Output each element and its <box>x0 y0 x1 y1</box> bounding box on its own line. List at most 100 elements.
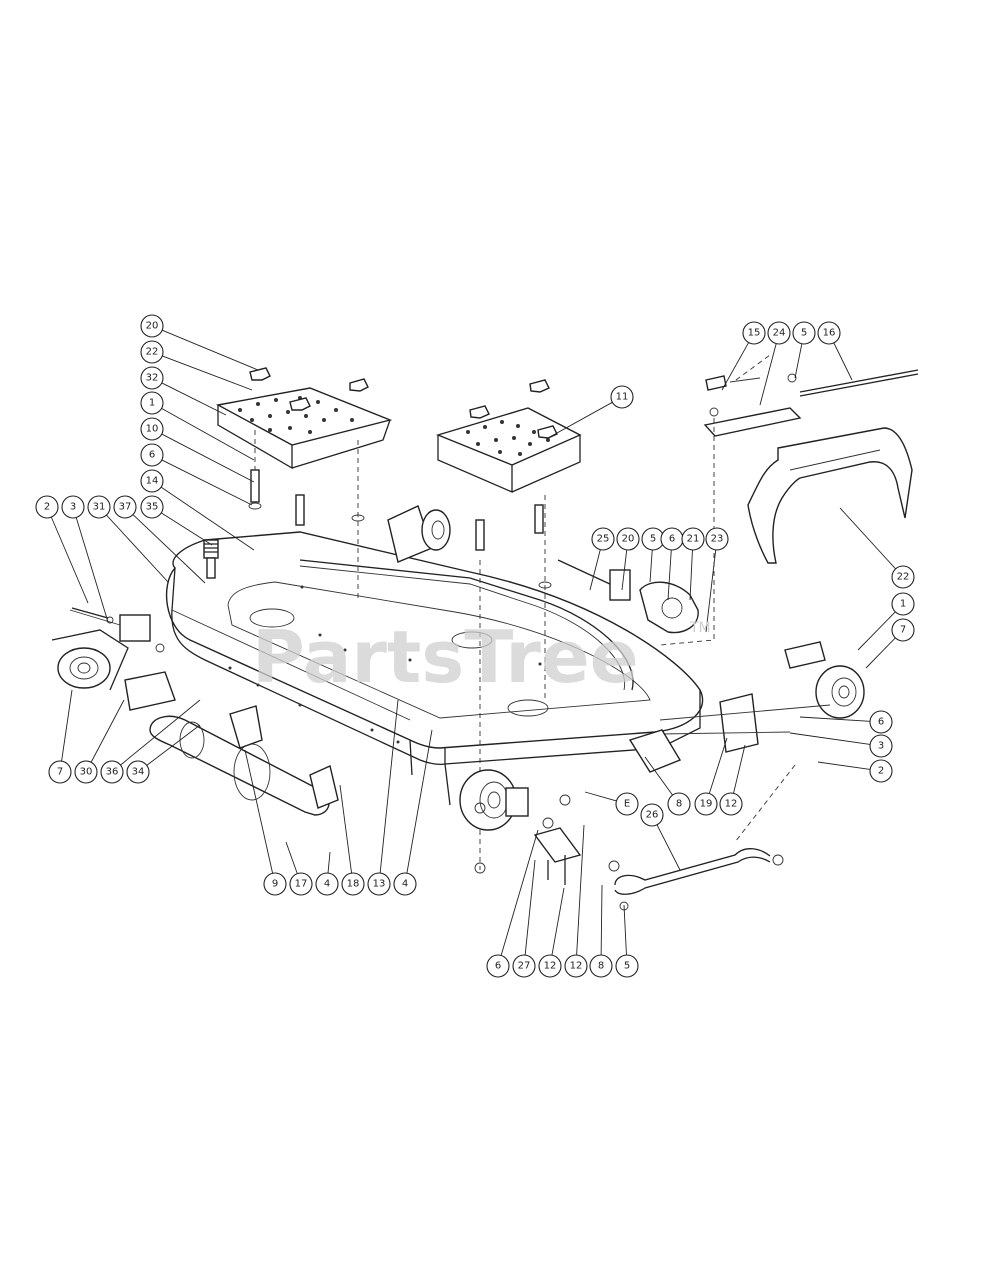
callout-label: 34 <box>132 767 145 778</box>
callout-leader <box>708 737 728 794</box>
callout-leader <box>244 749 274 874</box>
callout-12: 12 <box>564 824 588 978</box>
callout-leader <box>667 549 672 601</box>
callout-20: 20 <box>616 527 640 591</box>
callout-circle <box>615 954 639 978</box>
callout-2: 2 <box>35 495 89 604</box>
callout-circle <box>564 954 588 978</box>
callout-circle <box>891 618 915 642</box>
callout-circle <box>140 443 164 467</box>
callout-leader <box>656 824 681 871</box>
callout-circle <box>367 872 391 896</box>
callout-label: 23 <box>711 534 724 545</box>
callout-leader <box>120 699 201 766</box>
callout-leader <box>524 859 536 956</box>
callout-3: 3 <box>789 732 893 758</box>
callout-circle <box>681 527 705 551</box>
callout-circle <box>140 495 164 519</box>
callout-leader <box>327 851 331 874</box>
callout-label: 8 <box>598 961 604 972</box>
callout-circle <box>869 759 893 783</box>
callout-label: 19 <box>700 799 713 810</box>
callout-circle <box>113 495 137 519</box>
spacer-studs <box>248 430 552 870</box>
callout-label: 30 <box>80 767 93 778</box>
callout-leader <box>61 689 73 762</box>
callout-label: 36 <box>106 767 119 778</box>
callout-label: 7 <box>57 767 63 778</box>
right-gauge-wheel <box>659 641 865 753</box>
callout-circle <box>640 803 664 827</box>
callout-leader <box>500 829 539 956</box>
callout-leader <box>833 342 853 381</box>
callout-label: 25 <box>597 534 610 545</box>
callout-circle <box>615 792 639 816</box>
callout-label: 4 <box>402 879 408 890</box>
callout-leader <box>649 549 653 583</box>
callout-30: 30 <box>74 699 125 784</box>
callout-leader <box>161 459 253 506</box>
callout-label: 31 <box>93 502 106 513</box>
top-center-wheel <box>387 505 451 563</box>
callout-26: 26 <box>640 803 681 871</box>
callout-18: 18 <box>339 784 365 896</box>
callout-leader <box>146 724 201 766</box>
callout-circle <box>263 872 287 896</box>
callout-label: 12 <box>570 961 583 972</box>
callout-circle <box>694 792 718 816</box>
callout-leader <box>90 699 125 763</box>
callout-label: 24 <box>773 328 786 339</box>
callout-label: 11 <box>616 392 629 403</box>
callout-circle <box>87 495 111 519</box>
bolt-2 <box>71 607 165 653</box>
callout-leader <box>621 549 628 591</box>
callout-leader <box>406 729 433 874</box>
callout-circle <box>589 954 613 978</box>
callout-leader <box>50 516 89 604</box>
callout-1: 1 <box>857 592 915 651</box>
callout-leader <box>161 382 227 416</box>
callout-label: 1 <box>900 599 906 610</box>
callout-25: 25 <box>589 527 615 591</box>
callout-label: 10 <box>146 424 159 435</box>
callout-label: 7 <box>900 625 906 636</box>
callout-label: 20 <box>622 534 635 545</box>
callout-circle <box>512 954 536 978</box>
callout-circle <box>891 565 915 589</box>
callout-10: 10 <box>140 417 255 483</box>
callout-35: 35 <box>140 495 213 546</box>
callout-label: 12 <box>544 961 557 972</box>
callout-4: 4 <box>393 729 433 896</box>
callout-leader <box>162 355 253 391</box>
callout-label: 35 <box>146 502 159 513</box>
callout-6: 6 <box>486 829 539 978</box>
callout-circle <box>591 527 615 551</box>
callout-circle <box>705 527 729 551</box>
callout-label: 6 <box>669 534 675 545</box>
callout-16: 16 <box>817 321 853 381</box>
callout-label: 22 <box>146 347 159 358</box>
watermark-tm: TM <box>689 620 711 636</box>
callout-circle <box>341 872 365 896</box>
left-gauge-wheel <box>51 609 151 691</box>
watermark: PartsTree TM <box>252 615 711 699</box>
mower-deck-shell <box>165 531 704 806</box>
rear-right-bracket <box>628 729 682 773</box>
callout-13: 13 <box>367 699 399 896</box>
callout-leader <box>600 884 603 956</box>
callout-34: 34 <box>126 724 201 784</box>
callout-20: 20 <box>140 314 259 371</box>
callout-22: 22 <box>140 340 253 391</box>
callout-circle <box>616 527 640 551</box>
callout-leader <box>584 791 617 802</box>
chute-hinge <box>659 354 919 646</box>
callout-label: 26 <box>646 810 659 821</box>
front-center-bracket <box>474 794 582 885</box>
callout-12: 12 <box>719 744 746 816</box>
callout-5: 5 <box>615 904 639 978</box>
callout-leader <box>75 517 109 623</box>
callout-15: 15 <box>721 321 766 391</box>
callout-37: 37 <box>113 495 206 584</box>
